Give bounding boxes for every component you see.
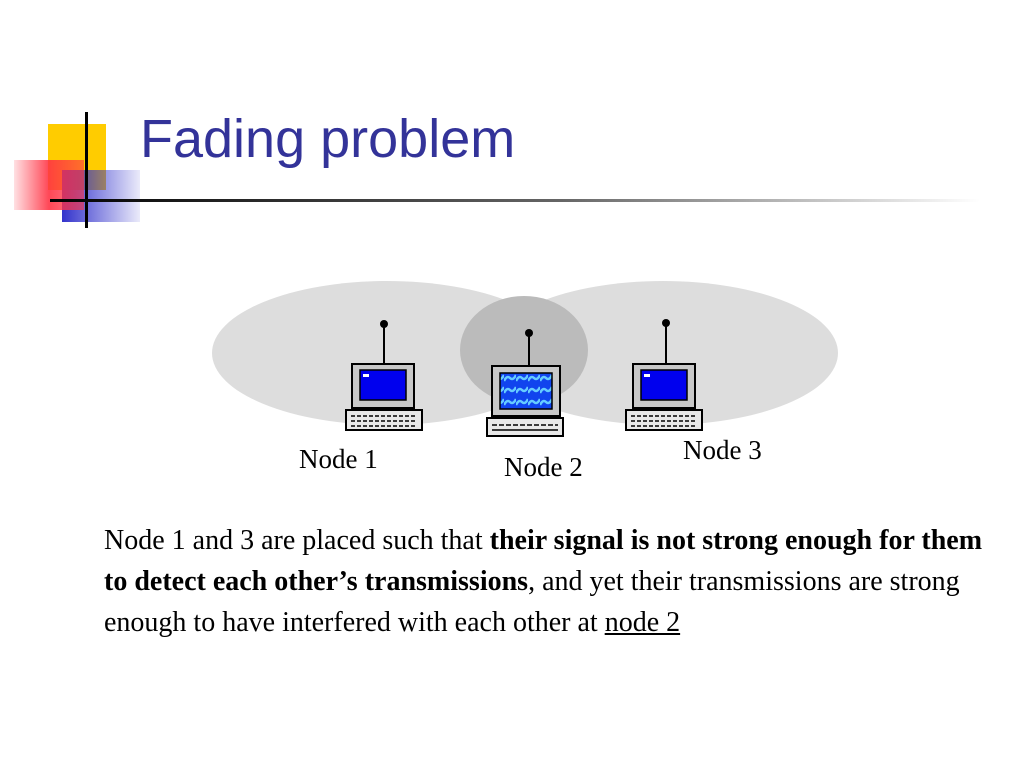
body-part2: , and yet their transmissions are strong…	[104, 566, 960, 638]
fading-diagram	[212, 281, 838, 437]
title-underline	[50, 199, 980, 202]
node3-computer-icon	[625, 319, 703, 431]
body-node2-ref: node 2	[604, 607, 681, 638]
node1-computer-icon	[345, 320, 423, 431]
deco-vertical-line	[85, 112, 88, 228]
slide-title: Fading problem	[140, 109, 516, 169]
body-bold-text: their signal is not strong enough for th…	[104, 525, 983, 597]
node1-label: Node 1	[299, 444, 378, 474]
node2-computer-icon	[486, 329, 564, 437]
explanation-text: Node 1 and 3 are placed such that their …	[104, 520, 1004, 643]
node2-label: Node 2	[504, 452, 583, 482]
node3-range	[488, 281, 838, 425]
title-decoration	[14, 112, 980, 228]
body-part1: Node 1 and 3 are placed such that	[104, 525, 490, 556]
node3-label: Node 3	[683, 435, 762, 465]
